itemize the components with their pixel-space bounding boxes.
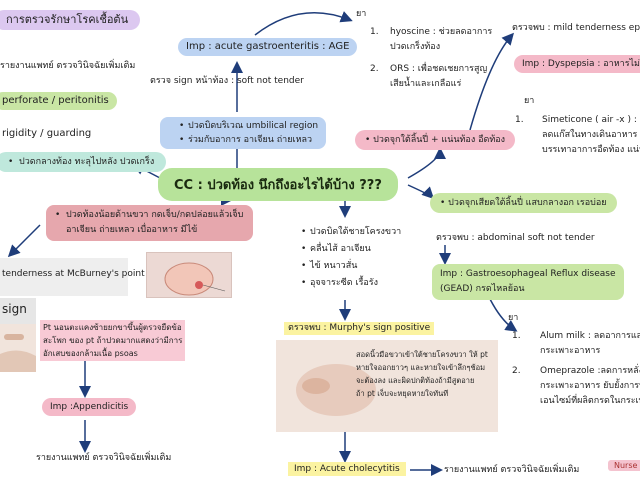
murphy-desc-b: หายใจออกยาวๆ และหายใจเข้าลึกๆช้อม xyxy=(356,363,486,372)
arrow-gastro-to-drugs xyxy=(254,11,353,36)
append-pain-bullet: • xyxy=(55,210,61,220)
psoas-photo xyxy=(0,324,36,372)
abdomen-diagram-graphic xyxy=(164,262,226,296)
arrow-append-to-mcburney xyxy=(7,224,41,258)
gastro-drug2-b: เสียน้ำและเกลือแร่ xyxy=(390,79,462,89)
gastro-drug1-num: 1. xyxy=(370,27,379,37)
dysp-pain-bullet: • xyxy=(365,135,374,145)
sign-word: sign xyxy=(2,302,27,316)
nurse-tag: Nurse xyxy=(608,460,640,471)
top-left-title: การตรวจรักษาโรคเชื้อต้น xyxy=(0,10,141,30)
arrow-dyspepsia-up xyxy=(469,32,514,131)
sign-box: sign xyxy=(0,298,36,324)
dysp-imp-box: Imp : Dyspepsia : อาหารไม่ย่อ xyxy=(514,55,640,73)
gerd-drug1-a: Alum milk : ลดอาการแสบร้อ xyxy=(540,331,640,341)
gerd-exam: ตรวจพบ : abdominal soft not tender xyxy=(436,233,595,243)
dysp-drug-label: ยา xyxy=(524,96,535,106)
append-pain-box: • ปวดท้องน้อยด้านขวา กดเจ็บ/กดปล่อยแล้วเจ… xyxy=(46,205,254,241)
dysp-pain-box: • ปวดจุกใต้ลิ้นปี่ + แน่นท้อง อืดท้อง xyxy=(355,130,516,150)
dysp-pain-text: ปวดจุกใต้ลิ้นปี่ + แน่นท้อง อืดท้อง xyxy=(373,135,506,145)
psoas-desc-c: อักเสบของกล้ามเนื้อ psoas xyxy=(43,349,138,358)
mcburney-text: tenderness at McBurney's point xyxy=(2,269,145,279)
mid-pain-box: • ปวดกลางท้อง ทะลุไปหลัง ปวดเกร็ง xyxy=(0,152,167,172)
abdomen-diagram-image xyxy=(146,252,232,298)
dysp-drug1-num: 1. xyxy=(515,115,524,125)
gastro-bullets: ปวดบิดบริเวณ umbilical region ร่วมกับอาก… xyxy=(160,117,327,149)
chole-bullet-2: คลื่นไส้ อาเจียน xyxy=(301,241,401,258)
gerd-drug2-a: Omeprazole :ลดการหลั่งกรดใ xyxy=(540,366,640,376)
gerd-imp-b: (GEAD) กรดไหลย้อน xyxy=(440,284,525,294)
gastro-drug2-a: ORS : เพื่อชดเชยการสูญ xyxy=(390,64,488,74)
gerd-pain-bullet: • xyxy=(440,198,449,208)
psoas-photo-graphic xyxy=(0,334,36,372)
murphy-photo-graphic xyxy=(296,364,376,416)
chole-report: รายงานแพทย์ ตรวจวินิจฉัยเพิ่มเติม xyxy=(444,465,580,475)
dysp-drug1-b: ลดแก๊สในทางเดินอาหาร xyxy=(542,130,638,140)
append-pain-b: อาเจียน ถ่ายเหลว เบื่ออาหาร มีไข้ xyxy=(66,225,198,235)
gastro-drug2-num: 2. xyxy=(370,64,379,74)
mid-pain-bullet: • xyxy=(8,157,20,167)
append-pain-a-text: ปวดท้องน้อยด้านขวา กดเจ็บ/กดปล่อยแล้วเจ็… xyxy=(66,210,244,220)
dysp-drug1-c: บรรเทาอาการอืดท้อง แน่น xyxy=(542,145,640,155)
append-report: รายงานแพทย์ ตรวจวินิจฉัยเพิ่มเติม xyxy=(36,453,172,463)
gastro-sign-text: ตรวจ sign หน้าท้อง : soft not tender xyxy=(150,76,304,86)
chole-bullet-3: ไข้ หนาวสั่น xyxy=(301,258,401,275)
perforate-box: perforate / peritonitis xyxy=(0,92,117,110)
gastro-drug1-a: hyoscine : ช่วยลดอาการ xyxy=(390,27,493,37)
chole-bullet-4: อุจจาระซีด เรื้อรัง xyxy=(301,275,401,292)
chole-bullets: ปวดบิดใต้ชายโครงขวา คลื่นไส้ อาเจียน ไข้… xyxy=(300,224,401,292)
gerd-drug2-c: เอนไซม์ที่ผลิตกรดในกระเพาะอา xyxy=(540,396,640,406)
chole-bullet-1: ปวดบิดใต้ชายโครงขวา xyxy=(301,224,401,241)
psoas-desc: Pt นอนตะแคงซ้ายยกขาขึ้นผู้ตรวจยืดข้อ สะโ… xyxy=(40,320,186,361)
gastro-bullet-1: ปวดบิดบริเวณ umbilical region xyxy=(179,119,318,133)
murphy-desc: สอดนิ้วมือขวาเข้าใต้ชายโครงขวา ให้ pt หา… xyxy=(356,348,488,400)
mcburney-box: tenderness at McBurney's point xyxy=(0,258,145,296)
append-imp-box: Imp :Appendicitis xyxy=(42,398,137,416)
dysp-drug1-a: Simeticone ( air -x ) : xyxy=(542,115,637,125)
murphy-desc-d: ถ้า pt เจ็บจะหยุดหายใจทันที xyxy=(356,389,449,398)
chole-exam: ตรวจพบ : Murphy's sign positive xyxy=(284,322,435,335)
dysp-exam: ตรวจพบ : mild tenderness epig xyxy=(512,23,640,33)
gerd-drug1-b: กระเพาะอาหาร xyxy=(540,346,601,356)
gerd-pain-box: • ปวดจุกเสียดใต้ลิ้นปี่ แสบกลางอก เรอบ่อ… xyxy=(430,193,617,213)
gerd-drug-label: ยา xyxy=(508,313,519,323)
gerd-imp-a: Imp : Gastroesophageal Reflux disease xyxy=(440,269,616,279)
arrow-center-to-gerd xyxy=(407,184,435,200)
gerd-pain-text: ปวดจุกเสียดใต้ลิ้นปี่ แสบกลางอก เรอบ่อย xyxy=(448,198,607,208)
psoas-desc-b: สะโพก ของ pt ถ้าปวดมากแสดงว่ามีการ xyxy=(43,336,183,345)
murphy-desc-a: สอดนิ้วมือขวาเข้าใต้ชายโครงขวา ให้ pt xyxy=(356,350,488,359)
gastro-bullet-2: ร่วมกับอาการ อาเจียน ถ่ายเหลว xyxy=(179,133,318,147)
gerd-drug2-b: กระเพาะอาหาร ยับยั้งการทำงา xyxy=(540,381,640,391)
append-pain-a: • ปวดท้องน้อยด้านขวา กดเจ็บ/กดปล่อยแล้วเจ… xyxy=(55,208,244,223)
murphy-desc-c: จะต้องลง และผิดปกติท้องถ้ามีสูตอาย xyxy=(356,376,475,385)
gerd-drug1-num: 1. xyxy=(512,331,521,341)
gerd-drug2-num: 2. xyxy=(512,366,521,376)
gastro-drug-label: ยา xyxy=(356,9,367,19)
gastro-imp-box: Imp : acute gastroenteritis : AGE xyxy=(178,38,358,56)
murphy-photo: สอดนิ้วมือขวาเข้าใต้ชายโครงขวา ให้ pt หา… xyxy=(276,340,498,432)
center-main-question: CC : ปวดท้อง นึกถึงอะไรได้บ้าง ??? xyxy=(158,168,398,201)
arrow-center-to-dyspepsia xyxy=(407,147,446,179)
chole-imp-box: Imp : Acute cholecytitis xyxy=(288,462,406,476)
rigidity-text: rigidity / guarding xyxy=(2,128,92,139)
mid-pain-text: ปวดกลางท้อง ทะลุไปหลัง ปวดเกร็ง xyxy=(19,157,155,167)
gastro-drug1-b: ปวดเกร็งท้อง xyxy=(390,42,441,52)
gerd-imp-box: Imp : Gastroesophageal Reflux disease (G… xyxy=(432,264,624,300)
psoas-desc-a: Pt นอนตะแคงซ้ายยกขาขึ้นผู้ตรวจยืดข้อ xyxy=(43,323,182,332)
left-report-top: รายงานแพทย์ ตรวจวินิจฉัยเพิ่มเติม xyxy=(0,61,136,71)
